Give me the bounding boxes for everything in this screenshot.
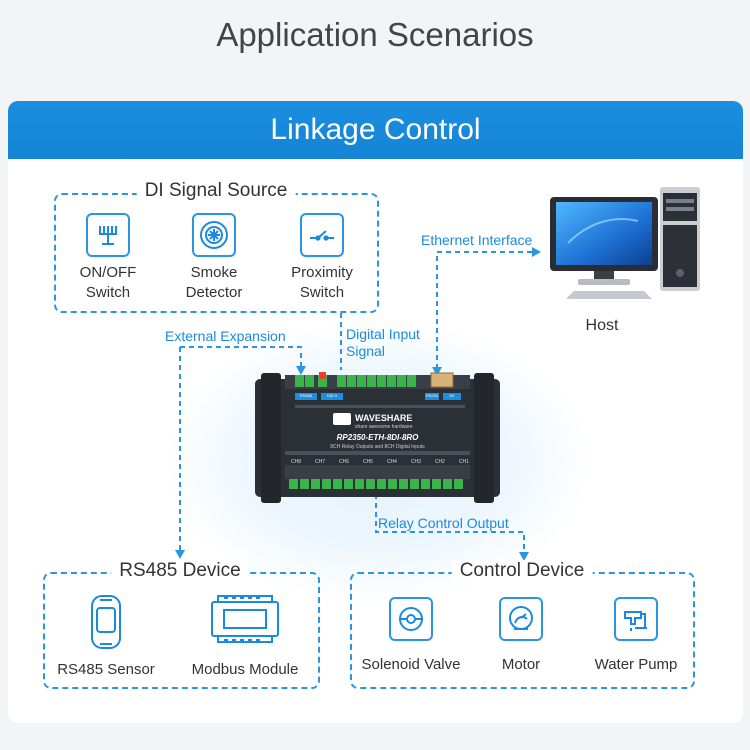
modbus-module-label: Modbus Module: [191, 661, 299, 678]
rs485-group-title: RS485 Device: [111, 560, 249, 582]
di-item-smoke-detector: Smoke Detector: [166, 213, 262, 303]
water-pump-item: Water Pump: [580, 597, 692, 675]
rs485-sensor-icon: [91, 595, 121, 649]
digital-input-label: Digital Input: [346, 326, 420, 342]
solenoid-valve-item: Solenoid Valve: [360, 597, 462, 675]
host-computer-icon: [550, 187, 700, 299]
control-group-title: Control Device: [451, 560, 593, 582]
switch-icon: [86, 213, 130, 257]
motor-icon: [499, 597, 543, 641]
proximity-switch-icon: [300, 213, 344, 257]
page-title: Application Scenarios: [216, 16, 534, 53]
channel-label: CH6: [338, 459, 349, 465]
external-expansion-label: External Expansion: [165, 328, 286, 344]
water-pump-icon: [614, 597, 658, 641]
channel-label: CH8: [291, 459, 302, 465]
port-label: 5V: [449, 393, 455, 398]
di-item-label-2: Switch: [299, 284, 345, 301]
relay-arrow: [519, 552, 529, 561]
device-brand-sub: share awesome hardware: [355, 424, 413, 430]
modbus-module-icon: [211, 595, 279, 643]
rs485-sensor-item: RS485 Sensor: [46, 594, 166, 678]
di-group-title: DI Signal Source: [136, 180, 296, 202]
channel-label: CH2: [434, 459, 445, 465]
rp2350-device: WAVESHARE share awesome hardware RP2350-…: [255, 369, 500, 507]
channel-label: CH7: [314, 459, 325, 465]
water-pump-label: Water Pump: [594, 656, 678, 673]
rs485-arrow: [175, 550, 185, 559]
expansion-device-arrow: [296, 366, 306, 375]
port-label: DI5-3: [327, 393, 337, 398]
device-description: 8CH Relay Outputs and 8CH Digital Inputs: [330, 444, 425, 450]
solenoid-valve-icon: [389, 597, 433, 641]
device-model: RP2350-ETH-8DI-8RO: [336, 433, 419, 442]
ethernet-line: [436, 251, 532, 369]
di-item-label-2: Switch: [85, 284, 131, 301]
smoke-detector-icon: [192, 213, 236, 257]
device-brand: WAVESHARE: [355, 413, 413, 423]
port-label: RS232: [425, 393, 439, 398]
linkage-card: Linkage Control DI Signal Source ON/OFF …: [8, 101, 743, 723]
rs485-sensor-label: RS485 Sensor: [57, 661, 155, 678]
di-item-label: Proximity: [291, 264, 353, 281]
port-label: RS485: [299, 393, 313, 398]
channel-label: CH5: [362, 459, 373, 465]
device-body: [255, 372, 500, 503]
device-channel-row: CH8 CH7 CH6 CH5 CH4 CH3 CH2 CH1: [291, 459, 469, 465]
channel-label: CH4: [386, 459, 397, 465]
card-header: Linkage Control: [8, 101, 743, 159]
di-item-onoff-switch: ON/OFF Switch: [60, 213, 156, 303]
ethernet-interface-label: Ethernet Interface: [421, 232, 533, 248]
host-label: Host: [585, 317, 619, 334]
channel-label: CH3: [410, 459, 421, 465]
motor-label: Motor: [501, 656, 541, 673]
motor-item: Motor: [473, 597, 569, 675]
ethernet-device-arrow: [432, 367, 442, 376]
digital-input-label-2: Signal: [346, 343, 385, 359]
modbus-module-item: Modbus Module: [180, 594, 310, 678]
di-item-label: Smoke: [190, 264, 238, 281]
di-item-label: ON/OFF: [79, 264, 137, 281]
di-item-label-2: Detector: [185, 284, 243, 301]
host-computer: Host: [548, 183, 708, 334]
connection-lines: [175, 247, 541, 561]
ethernet-arrow: [532, 247, 541, 257]
solenoid-valve-label: Solenoid Valve: [361, 656, 461, 673]
relay-line: [375, 494, 525, 553]
relay-control-output-label: Relay Control Output: [378, 515, 509, 531]
channel-label: CH1: [458, 459, 469, 465]
di-item-proximity-switch: Proximity Switch: [274, 213, 370, 303]
